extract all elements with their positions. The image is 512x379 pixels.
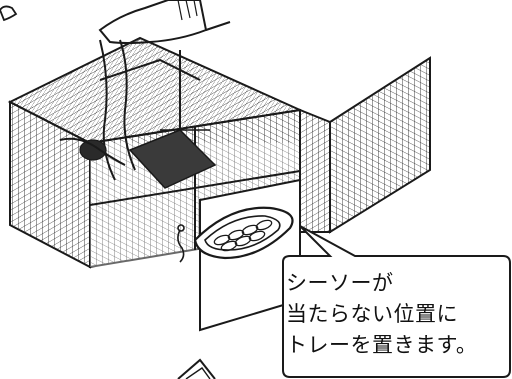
- perch-icon: [59, 137, 126, 166]
- hand-icon: [0, 0, 231, 44]
- feeding-tray-icon: [193, 206, 294, 260]
- bottom-arrow-icon: [177, 358, 216, 379]
- callout-line-3: トレーを置きます。: [286, 333, 478, 357]
- callout-bubble: [282, 225, 511, 378]
- callout-text: シーソーが 当たらない位置に トレーを置きます。: [286, 268, 508, 361]
- hook-icon: [177, 224, 185, 263]
- callout-line-1: シーソーが: [286, 271, 394, 295]
- cage-open-door: [329, 56, 431, 234]
- callout-line-2: 当たらない位置に: [286, 302, 458, 326]
- seesaw-panel-icon: [128, 129, 217, 189]
